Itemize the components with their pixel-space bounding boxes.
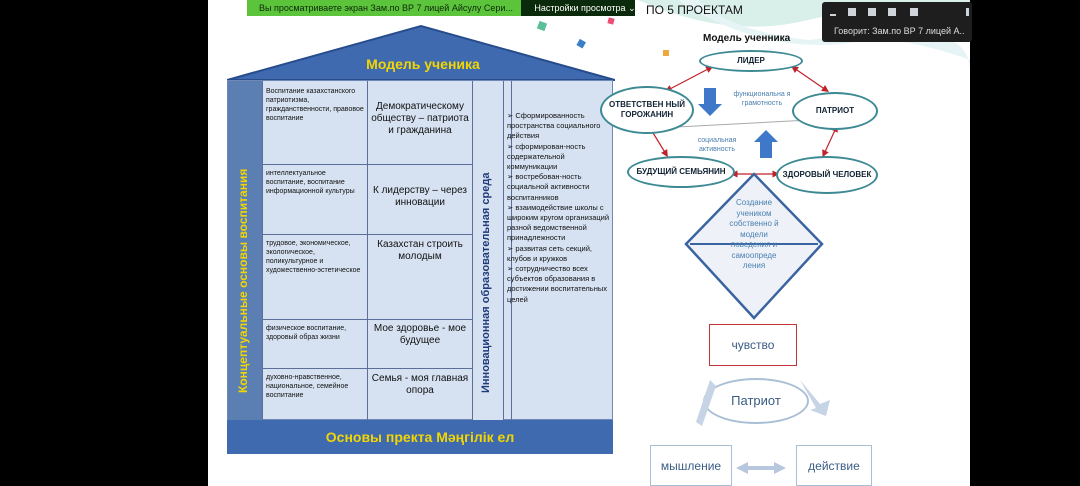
diamond-text: Создание учеником собственно й модели по… xyxy=(729,198,779,270)
patriot-oval: ПАТРИОТ xyxy=(792,92,878,130)
row-5-left: духовно-нравственное, национальное, семе… xyxy=(266,374,349,399)
grid-line xyxy=(262,234,472,235)
row-2-middle: К лидерству – через инновации xyxy=(372,185,468,208)
model-title: Модель ученника xyxy=(703,33,791,44)
viewing-banner: Вы просматриваете экран Зам.по ВР 7 лице… xyxy=(247,0,521,16)
grid-line xyxy=(262,164,472,165)
right-column-list: ➢ Сформированность пространства социальн… xyxy=(507,111,611,305)
future-family-oval: БУДУЩИЙ СЕМЬЯНИН xyxy=(627,156,735,188)
expand-icon[interactable] xyxy=(910,8,918,16)
list-item: ➢ сформирован-ность содержательной комму… xyxy=(507,141,586,172)
house-roof xyxy=(227,24,615,81)
middle-pillar xyxy=(472,81,504,421)
speaking-indicator: Говорит: Зам.по ВР 7 лицей А.. xyxy=(834,26,965,36)
house-title: Модель ученика xyxy=(366,56,480,72)
row-5-middle: Семья - моя главная опора xyxy=(371,373,469,396)
grid-line xyxy=(262,81,263,421)
healthy-person-oval: ЗДОРОВЫЙ ЧЕЛОВЕК xyxy=(776,156,878,194)
leader-oval: ЛИДЕР xyxy=(699,50,803,72)
house-base: Основы пректа Мәңгілік ел xyxy=(227,420,613,454)
chevron-down-icon: ⌄ xyxy=(628,3,636,13)
row-3-middle: Казахстан строить молодым xyxy=(377,239,463,262)
left-pillar xyxy=(228,81,262,421)
thinking-box: мышление xyxy=(650,445,732,486)
view-settings-button[interactable]: Настройки просмотра ⌄ xyxy=(530,0,640,16)
feeling-box: чувство xyxy=(709,324,797,366)
grid-line xyxy=(262,319,472,320)
model-arrows xyxy=(648,65,849,178)
list-item: ➢ Сформированность пространства социальн… xyxy=(507,111,601,141)
row-1-left: Воспитание казахстанского патриотизма, г… xyxy=(266,88,364,122)
row-2-left: интеллектуальное воспитание, воспитание … xyxy=(266,170,355,195)
functional-literacy-label: функциональна я грамотность xyxy=(733,91,791,107)
house-body: Концептуальные основы воспитания Инновац… xyxy=(227,80,613,421)
speaker-panel xyxy=(822,2,972,42)
action-box: действие xyxy=(796,445,872,486)
cycle-arrows xyxy=(696,380,830,474)
responsible-citizen-oval: ОТВЕТСТВЕН НЫЙ ГОРОЖАНИН xyxy=(600,86,694,134)
row-3-left: трудовое, экономическое, экологическое, … xyxy=(266,240,361,274)
row-1-middle: Демократическому обществу – патриота и г… xyxy=(371,101,469,136)
left-pillar-label: Концептуальные основы воспитания xyxy=(236,168,250,393)
grid-line xyxy=(511,81,512,421)
list-item: ➢ сотрудничество всех субъектов образова… xyxy=(507,264,607,304)
minimize-icon[interactable] xyxy=(830,14,836,16)
grid-line xyxy=(367,81,368,421)
list-item: ➢ взаимодействие школы с широким кругом … xyxy=(507,202,610,243)
restore-icon[interactable] xyxy=(848,8,856,16)
grid-line xyxy=(262,368,472,369)
view-settings-label: Настройки просмотра xyxy=(534,3,626,13)
slide-header-fragment: ПО 5 ПРОЕКТАМ xyxy=(646,3,743,17)
grid-icon[interactable] xyxy=(868,8,876,16)
list-item: ➢ востребован-ность социальной активност… xyxy=(507,172,590,202)
list-item: ➢ развитая сеть секций, клубов и кружков xyxy=(507,243,592,263)
gallery-icon[interactable] xyxy=(888,8,896,16)
social-activity-label: социальная активность xyxy=(697,137,737,153)
row-4-middle: Мое здоровье - мое будущее xyxy=(373,323,467,346)
middle-pillar-label: Инновационная образовательная среда xyxy=(480,172,492,393)
more-icon[interactable] xyxy=(966,8,969,16)
diamond-shape xyxy=(684,172,824,320)
row-4-left: физическое воспитание, здоровый образ жи… xyxy=(266,325,347,341)
